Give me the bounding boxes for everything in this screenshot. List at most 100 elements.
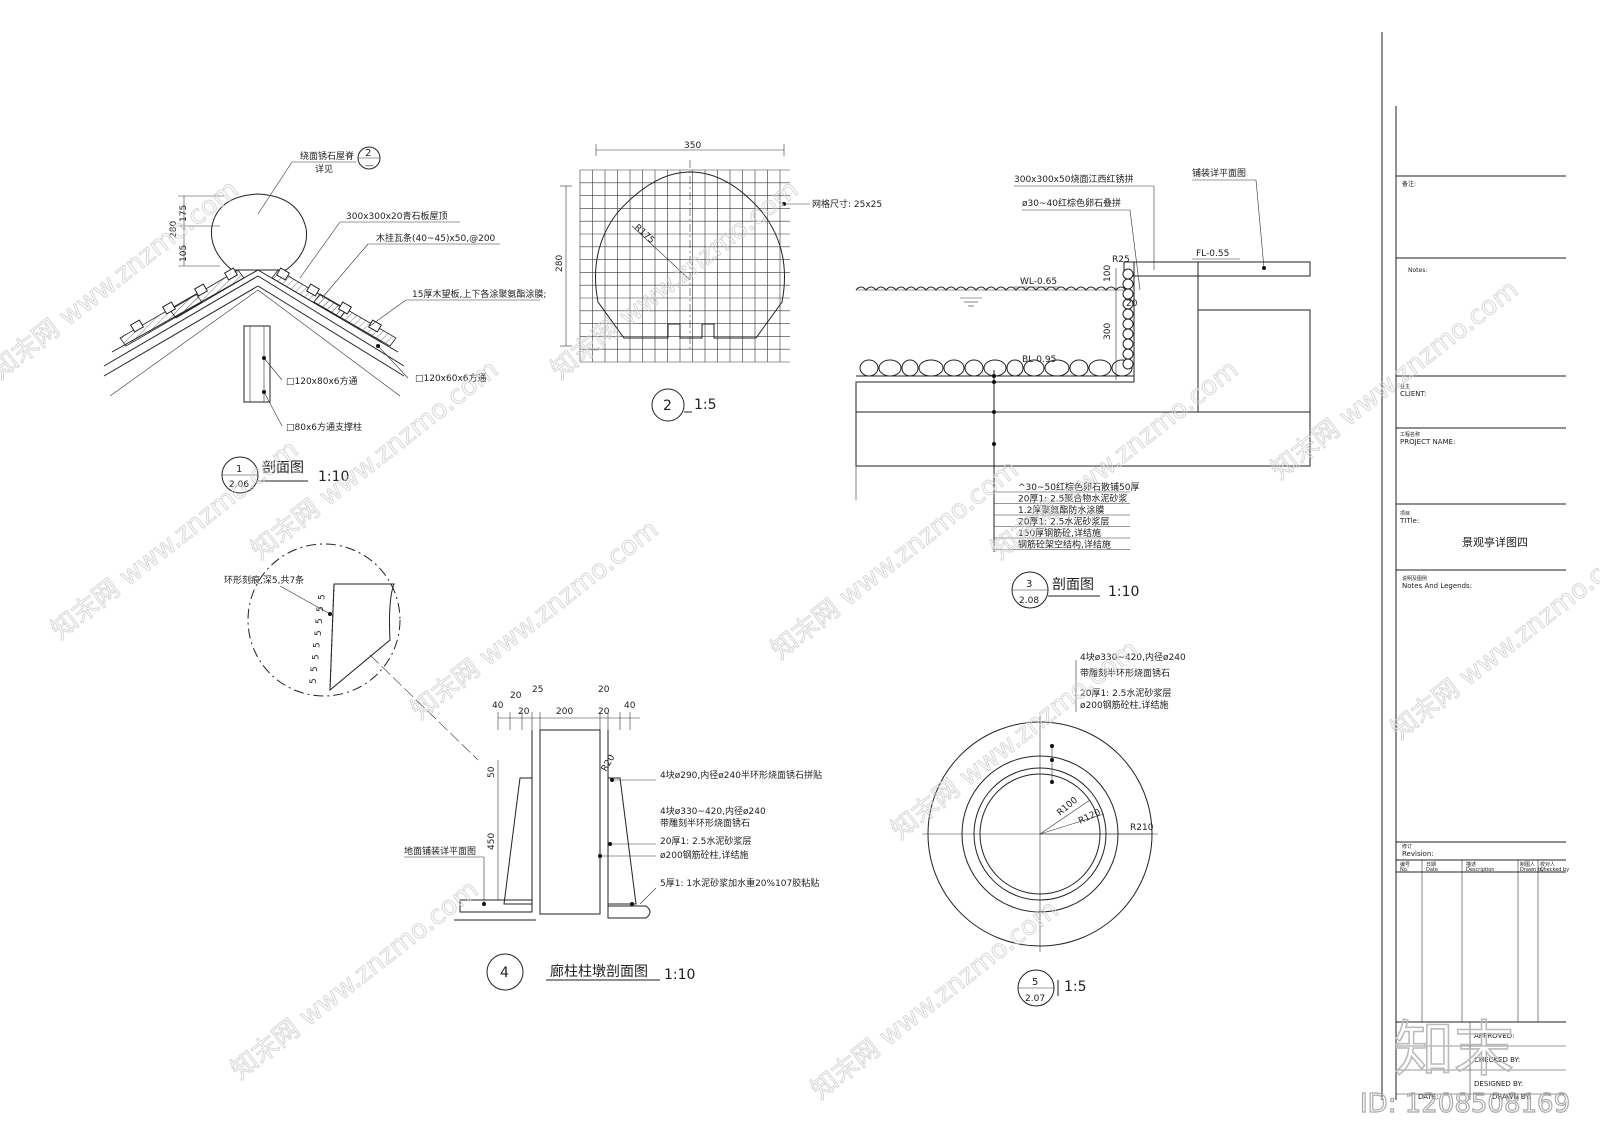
detail-5-sheet: 2.07 bbox=[1025, 994, 1045, 1004]
label-pebble-stack: ø30~40红棕色卵石叠拼 bbox=[1022, 197, 1121, 209]
top-dim: 200 bbox=[556, 707, 573, 717]
label-ridge-sub: 详见 bbox=[315, 163, 333, 175]
tb-designed: DESIGNED BY: bbox=[1474, 1080, 1523, 1088]
rev-col-cn: 描述 bbox=[1466, 861, 1476, 868]
detail-3-num: 3 bbox=[1026, 579, 1032, 590]
dim-300: 300 bbox=[1103, 323, 1113, 340]
detail-2-num: 2 bbox=[663, 398, 672, 414]
radius-r20: R20 bbox=[600, 753, 618, 774]
rev-col-cn: 校对人 bbox=[1540, 861, 1555, 868]
plan-label: 带雕刻半环形烧面锈石 bbox=[1080, 667, 1170, 679]
top-dim: 25 bbox=[532, 685, 543, 695]
leader-dot bbox=[630, 902, 634, 906]
level-wl: WL-0.65 bbox=[1020, 277, 1057, 287]
watermark-text: 知末网 www.znzmo.com bbox=[1386, 535, 1600, 746]
pebble bbox=[943, 359, 965, 377]
detail-1-title: 剖面图 bbox=[262, 460, 304, 476]
pebbles bbox=[859, 359, 1133, 377]
pebble bbox=[1006, 359, 1024, 377]
dim-r25: R25 bbox=[1112, 255, 1130, 265]
rev-col-cn: 日期 bbox=[1426, 862, 1436, 868]
pebble bbox=[1122, 318, 1134, 330]
dim-100: 100 bbox=[1103, 265, 1113, 282]
column-label: 4块ø330~420,内径ø240 bbox=[660, 805, 766, 817]
tb-client: CLIENT: bbox=[1400, 390, 1426, 398]
detail-3-sheet: 2.08 bbox=[1019, 596, 1039, 606]
label-ridge: 绕面锈石屋脊 bbox=[300, 150, 354, 162]
detail-2-scale: 1:5 bbox=[694, 397, 717, 413]
dim-350: 350 bbox=[684, 141, 701, 151]
rev-col: Date bbox=[1426, 867, 1438, 873]
pebble bbox=[1122, 288, 1134, 300]
rev-col-cn: 编号 bbox=[1400, 861, 1410, 868]
layer-label: 20厚1: 2.5聚合物水泥砂浆 bbox=[1018, 493, 1127, 505]
pebble bbox=[1122, 328, 1134, 340]
groove-dim: 5 bbox=[310, 666, 320, 672]
label-support: □80x6方通支撑柱 bbox=[286, 421, 362, 433]
wall-pebbles bbox=[1122, 268, 1134, 370]
detail-1-num: 1 bbox=[236, 464, 242, 475]
watermark-text: 知末网 www.znzmo.com bbox=[886, 635, 1144, 846]
detail-4-num: 4 bbox=[500, 965, 509, 981]
tb-drawn: DRAWN BY: bbox=[1492, 1093, 1531, 1101]
rev-col: No. bbox=[1400, 867, 1409, 873]
tb-date: DATE: bbox=[1418, 1093, 1439, 1101]
tb-approved: APPROVED: bbox=[1474, 1032, 1514, 1040]
detail-5-num: 5 bbox=[1032, 977, 1038, 988]
rev-col-cn: 制图人 bbox=[1520, 861, 1535, 868]
column-label: 4块ø290,内径ø240半环形烧面锈石拼贴 bbox=[660, 769, 822, 781]
watermark-text: 知末网 www.znzmo.com bbox=[1266, 275, 1524, 486]
detail-1-sheet: 2.06 bbox=[229, 480, 249, 490]
column-label: 5厚1: 1水泥砂浆加水重20%107胶粘贴 bbox=[660, 877, 819, 889]
tb-drawing-title: 景观亭详图四 bbox=[1462, 535, 1528, 549]
dim-50: 50 bbox=[487, 766, 497, 778]
tb-legend-cn: 说明及图例 bbox=[1402, 575, 1427, 582]
pebble bbox=[1122, 358, 1134, 370]
groove-dim: 5 bbox=[313, 642, 323, 648]
pebble bbox=[1122, 308, 1134, 320]
level-fl: FL-0.55 bbox=[1196, 249, 1229, 259]
radius-r175: R175 bbox=[632, 223, 656, 246]
watermark-text: 知末网 www.znzmo.com bbox=[766, 455, 1024, 666]
dim-20: 20 bbox=[1126, 299, 1138, 309]
pebble bbox=[918, 359, 944, 377]
plan-label: 20厚1: 2.5水泥砂浆层 bbox=[1080, 687, 1171, 699]
pebble bbox=[1122, 348, 1134, 360]
groove-dim: 5 bbox=[314, 630, 324, 636]
top-dim: 20 bbox=[510, 691, 522, 701]
layer-label: 20厚1: 2.5水泥砂浆层 bbox=[1018, 516, 1109, 528]
grid-lines bbox=[579, 169, 790, 363]
ref-sheet: — bbox=[365, 161, 374, 171]
groove-dim: 5 bbox=[317, 594, 327, 600]
detail-5-column-plan: R100 R120 R210 4块ø330~420,内径ø240带雕刻半环形烧面… bbox=[922, 651, 1186, 1007]
tb-title-cn: 项目 bbox=[1400, 511, 1410, 517]
dim-280-grid: 280 bbox=[555, 255, 565, 272]
watermark-id: ID: 1208508169 bbox=[1360, 1089, 1570, 1119]
groove-dim: 5 bbox=[311, 654, 321, 660]
pebble bbox=[1122, 278, 1134, 290]
column-label: 20厚1: 2.5水泥砂浆层 bbox=[660, 835, 751, 847]
pebble bbox=[964, 359, 984, 377]
radius-r210: R210 bbox=[1130, 823, 1154, 833]
grid-size-label: 网格尺寸: 25x25 bbox=[812, 198, 882, 210]
plan-label: ø200钢筋砼柱,详结施 bbox=[1080, 699, 1169, 711]
groove-dim: 5 bbox=[316, 606, 326, 612]
dim-280: 280 bbox=[169, 221, 179, 238]
leader-dot bbox=[608, 842, 612, 846]
layer-label: 1.2厚聚氨酯防水涂膜 bbox=[1018, 504, 1104, 516]
watermark-text: 知末网 www.znzmo.com bbox=[546, 175, 804, 386]
label-paving-ref: 铺装详平面图 bbox=[1192, 167, 1246, 179]
layer-label: 钢筋砼架空结构,详结施 bbox=[1018, 539, 1111, 551]
rev-col: Drawn by bbox=[1520, 867, 1544, 873]
label-top-stone: 300x300x50烧面江西红锈拼 bbox=[1014, 173, 1133, 185]
pebble bbox=[1122, 338, 1134, 350]
detail-3-title: 剖面图 bbox=[1052, 577, 1094, 593]
label-tube-120x80: □120x80x6方通 bbox=[286, 375, 358, 387]
tb-notes: Notes: bbox=[1408, 267, 1427, 274]
